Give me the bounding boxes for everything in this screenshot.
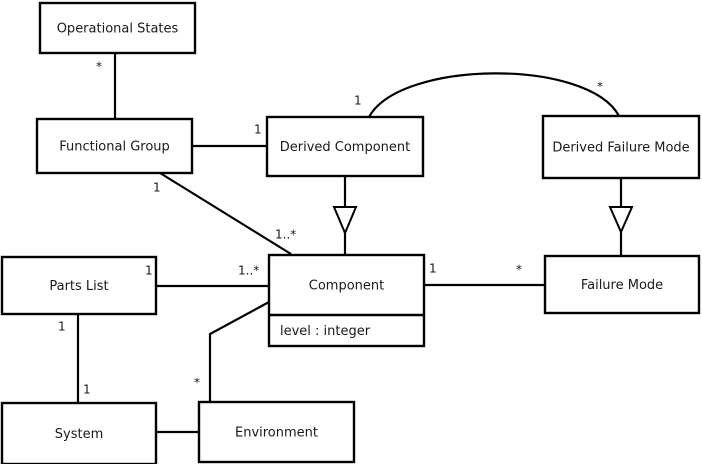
multiplicity-label: 1 [58,320,66,334]
class-box-derived-failure-mode[interactable]: Derived Failure Mode [541,114,701,180]
class-box-outline [38,1,197,55]
class-box-outline [0,255,158,316]
class-box-outline [267,253,426,348]
class-box-functional-group[interactable]: Functional Group [35,117,194,175]
multiplicity-label: 1..* [238,264,259,278]
generalization-triangle-icon [332,206,358,236]
class-box-environment[interactable]: Environment [197,400,356,464]
class-name-label: Functional Group [59,140,170,155]
class-name-label: Parts List [49,279,108,294]
multiplicity-label: 1..* [275,228,296,242]
multiplicity-label: * [516,263,522,277]
class-name-label: Environment [235,426,318,441]
class-box-outline [543,254,701,315]
class-box-outline [35,117,194,175]
association-line [159,172,292,255]
class-box-outline [265,115,425,178]
class-box-component[interactable]: Component level : integer [267,253,426,348]
multiplicity-label: * [194,376,200,390]
class-box-outline [541,114,701,180]
class-box-outline [197,400,356,464]
class-name-label: Derived Failure Mode [552,141,689,156]
class-box-derived-component[interactable]: Derived Component [265,115,425,178]
multiplicity-label: 1 [145,264,153,278]
class-box-system[interactable]: System [0,401,158,464]
class-box-failure-mode[interactable]: Failure Mode [543,254,701,315]
class-name-label: Derived Component [280,140,411,155]
class-box-outline [0,401,158,464]
class-box-parts-list[interactable]: Parts List [0,255,158,316]
class-box-operational-states[interactable]: Operational States [38,1,197,55]
association-component-environment[interactable] [208,301,270,402]
multiplicity-label: 1 [83,383,91,397]
multiplicity-label: * [96,60,102,74]
class-attribute-label: level : integer [280,324,371,339]
multiplicity-label: 1 [429,262,437,276]
association-line [208,301,270,402]
generalization-triangle-icon [608,206,634,235]
multiplicity-label: 1 [354,94,362,108]
class-name-label: Component [309,279,384,294]
association-functional-group-component[interactable] [159,172,292,255]
multiplicity-label: * [597,80,603,94]
association-line [368,72,620,118]
class-name-label: Operational States [57,22,179,37]
multiplicity-layer: * 1 1 1..* 1 * 1 1..* 1 * 1 1 * [58,60,603,397]
class-name-label: System [55,427,103,442]
multiplicity-label: 1 [254,123,262,137]
association-derived-failure-mode-failure-mode[interactable] [608,178,634,256]
multiplicity-label: 1 [153,181,161,195]
association-layer [76,53,634,434]
association-derived-component-component[interactable] [332,176,358,255]
class-name-label: Failure Mode [581,278,663,293]
association-derived-component-derived-failure-mode[interactable] [368,72,620,118]
